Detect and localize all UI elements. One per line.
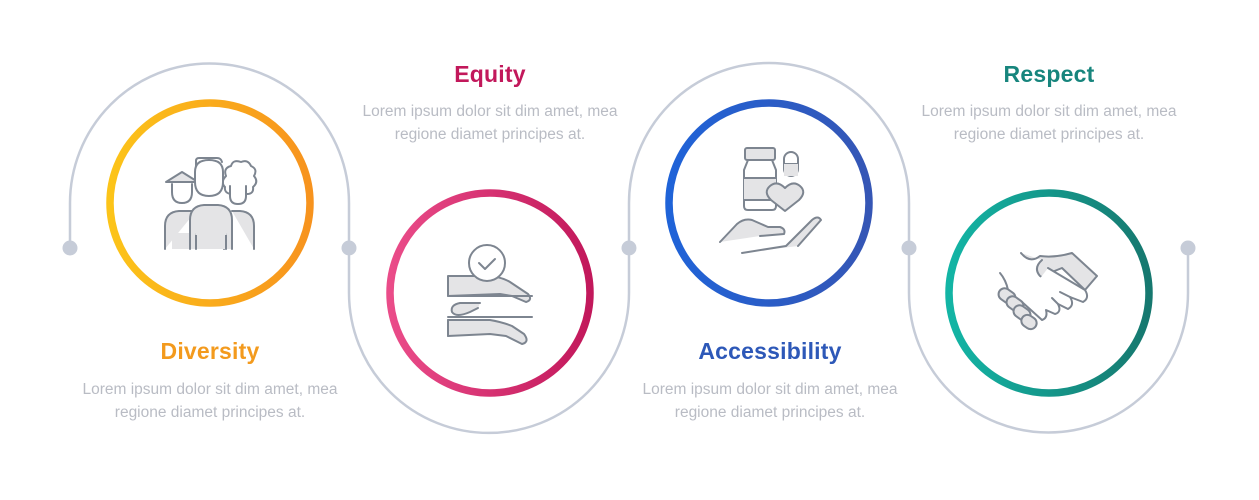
connector-dot: [901, 240, 917, 256]
connector-dot: [1180, 240, 1196, 256]
diversity-title: Diversity: [160, 338, 260, 364]
handshake-icon: [997, 252, 1098, 331]
connector-dot: [621, 240, 637, 256]
respect-description: Lorem ipsum dolor sit dim amet, mea regi…: [921, 103, 1177, 143]
connector-dot: [62, 240, 78, 256]
respect-title: Respect: [1003, 61, 1095, 87]
medicine-hand-heart-icon: [719, 147, 822, 254]
diversity-description: Lorem ipsum dolor sit dim amet, mea regi…: [82, 381, 338, 421]
equity-description: Lorem ipsum dolor sit dim amet, mea regi…: [362, 103, 618, 143]
connector-dot: [341, 240, 357, 256]
accessibility-description: Lorem ipsum dolor sit dim amet, mea regi…: [642, 381, 898, 421]
diversity-ring: [106, 99, 314, 307]
accessibility-title: Accessibility: [698, 338, 842, 364]
hands-checkmark-icon: [447, 244, 533, 345]
people-group-icon: [164, 157, 258, 250]
equity-title: Equity: [454, 61, 526, 87]
